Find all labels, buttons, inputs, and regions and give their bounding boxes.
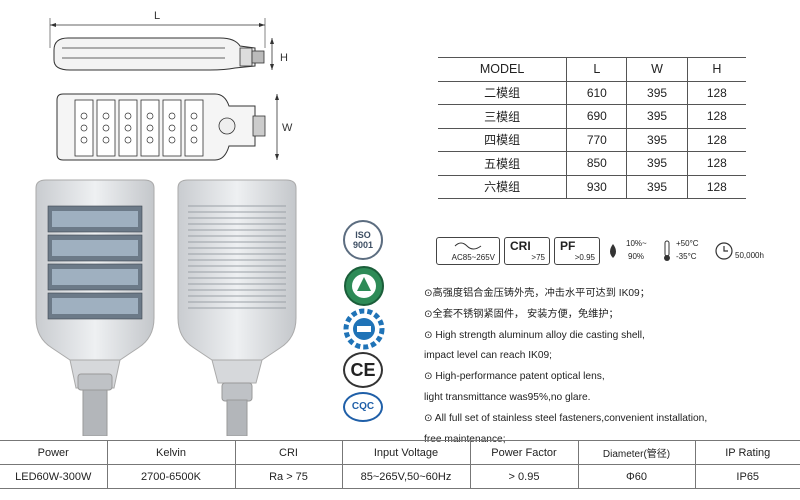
water-drop-icon: [610, 244, 616, 258]
feature-line: ⊙全套不锈钢紧固件， 安装方便，免维护；: [424, 308, 619, 320]
table-cell: 四模组: [438, 128, 568, 152]
product-back-photo: [177, 179, 297, 436]
col-header: MODEL: [438, 57, 568, 82]
col-header-input-voltage: Input Voltage: [342, 440, 471, 465]
height-label: H: [280, 52, 288, 64]
feature-list: ⊙高强度铝合金压铸外壳，冲击水平可达到 IK09； ⊙全套不锈钢紧固件， 安装方…: [424, 284, 754, 450]
table-row: 二模组 610 395 128: [438, 81, 746, 105]
col-header-power-factor: Power Factor: [470, 440, 579, 465]
ce-label: CE: [350, 360, 376, 380]
table-cell: 690: [566, 104, 628, 129]
params-value-row: LED60W-300W 2700-6500K Ra > 75 85~265V,5…: [0, 464, 800, 489]
table-cell: 850: [566, 151, 628, 176]
table-row: 五模组 850 395 128: [438, 151, 746, 176]
spec-icon-row: AC85~265V CRI >75 PF >0.95 10%~ 90% +50°…: [436, 237, 771, 265]
green-certification-seal-icon: [344, 266, 384, 306]
voltage-icon: AC85~265V: [436, 237, 500, 265]
product-front-photo: [35, 179, 155, 436]
ip-rating-value: IP65: [695, 464, 800, 489]
table-cell: 395: [626, 81, 688, 105]
table-cell: 三模组: [438, 104, 568, 129]
pf-icon: PF >0.95: [554, 237, 600, 265]
col-header-power: Power: [0, 440, 108, 465]
table-row: 三模组 690 395 128: [438, 104, 746, 129]
kelvin-value: 2700-6500K: [107, 464, 236, 489]
length-label: L: [154, 10, 161, 22]
pf-title: PF: [560, 239, 576, 253]
col-header-kelvin: Kelvin: [107, 440, 236, 465]
table-cell: 610: [566, 81, 628, 105]
table-cell: 六模组: [438, 175, 568, 199]
table-cell: 770: [566, 128, 628, 152]
feature-line: light transmittance was95%,no glare.: [424, 391, 591, 403]
width-label: W: [282, 122, 293, 134]
iso-number: 9001: [352, 240, 374, 250]
lifetime-value: 50,000h: [735, 251, 764, 260]
table-cell: 395: [626, 175, 688, 199]
parameter-table: Power Kelvin CRI Input Voltage Power Fac…: [0, 440, 800, 489]
table-cell: 128: [687, 81, 746, 105]
feature-line: ⊙ All full set of stainless steel fasten…: [424, 412, 708, 424]
feature-line: ⊙高强度铝合金压铸外壳，冲击水平可达到 IK09；: [424, 288, 650, 299]
col-header-cri: CRI: [235, 440, 343, 465]
iso-9001-logo: ISO 9001: [343, 220, 383, 260]
table-row: 六模组 930 395 128: [438, 175, 746, 199]
col-header-diameter: Diameter(管径): [578, 440, 696, 465]
humidity-icon: 10%~ 90%: [604, 237, 656, 265]
lifetime-icon: 50,000h: [714, 237, 770, 265]
feature-line: ⊙ High strength aluminum alloy die casti…: [424, 329, 645, 341]
temp-bottom: -35°C: [676, 252, 697, 261]
col-header: L: [566, 57, 628, 82]
sine-wave-icon: [454, 242, 482, 250]
col-header: W: [626, 57, 688, 82]
table-cell: 五模组: [438, 151, 568, 176]
humidity-top: 10%~: [626, 239, 647, 248]
blue-gear-certification-icon: [343, 308, 385, 350]
pf-value: >0.95: [574, 253, 595, 262]
table-cell: 395: [626, 151, 688, 176]
col-header: H: [687, 57, 746, 82]
ce-mark-logo: CE: [343, 352, 383, 388]
diameter-value: Φ60: [578, 464, 696, 489]
table-cell: 128: [687, 151, 746, 176]
cri-value: >75: [531, 253, 545, 262]
cqc-label: CQC: [351, 401, 375, 412]
table-row: 四模组 770 395 128: [438, 128, 746, 152]
table-cell: 128: [687, 128, 746, 152]
top-view-drawing: [56, 93, 279, 161]
temp-top: +50°C: [676, 239, 699, 248]
table-cell: 930: [566, 175, 628, 199]
iso-label: ISO: [355, 230, 371, 240]
feature-line: free maintenance;: [424, 433, 506, 445]
power-value: LED60W-300W: [0, 464, 108, 489]
cri-value-cell: Ra > 75: [235, 464, 343, 489]
humidity-bottom: 90%: [628, 252, 645, 261]
voltage-value: AC85~265V: [451, 253, 495, 262]
table-cell: 395: [626, 128, 688, 152]
model-table-header: MODEL L W H: [438, 57, 746, 82]
col-header-ip-rating: IP Rating: [695, 440, 800, 465]
model-dimension-table: MODEL L W H 二模组 610 395 128 三模组 690 395 …: [438, 57, 746, 199]
table-cell: 二模组: [438, 81, 568, 105]
temperature-icon: +50°C -35°C: [660, 237, 712, 265]
feature-line: ⊙ High-performance patent optical lens,: [424, 371, 605, 383]
thermometer-icon: [664, 240, 670, 261]
cri-icon: CRI >75: [504, 237, 550, 265]
clock-icon: [715, 242, 733, 260]
power-factor-value: > 0.95: [470, 464, 579, 489]
table-cell: 128: [687, 175, 746, 199]
cqc-logo: CQC: [343, 392, 383, 422]
feature-line: impact level can reach IK09;: [424, 350, 552, 362]
params-header-row: Power Kelvin CRI Input Voltage Power Fac…: [0, 440, 800, 465]
cri-title: CRI: [510, 239, 531, 253]
side-view-drawing: [49, 18, 274, 71]
input-voltage-value: 85~265V,50~60Hz: [342, 464, 471, 489]
table-cell: 395: [626, 104, 688, 129]
table-cell: 128: [687, 104, 746, 129]
